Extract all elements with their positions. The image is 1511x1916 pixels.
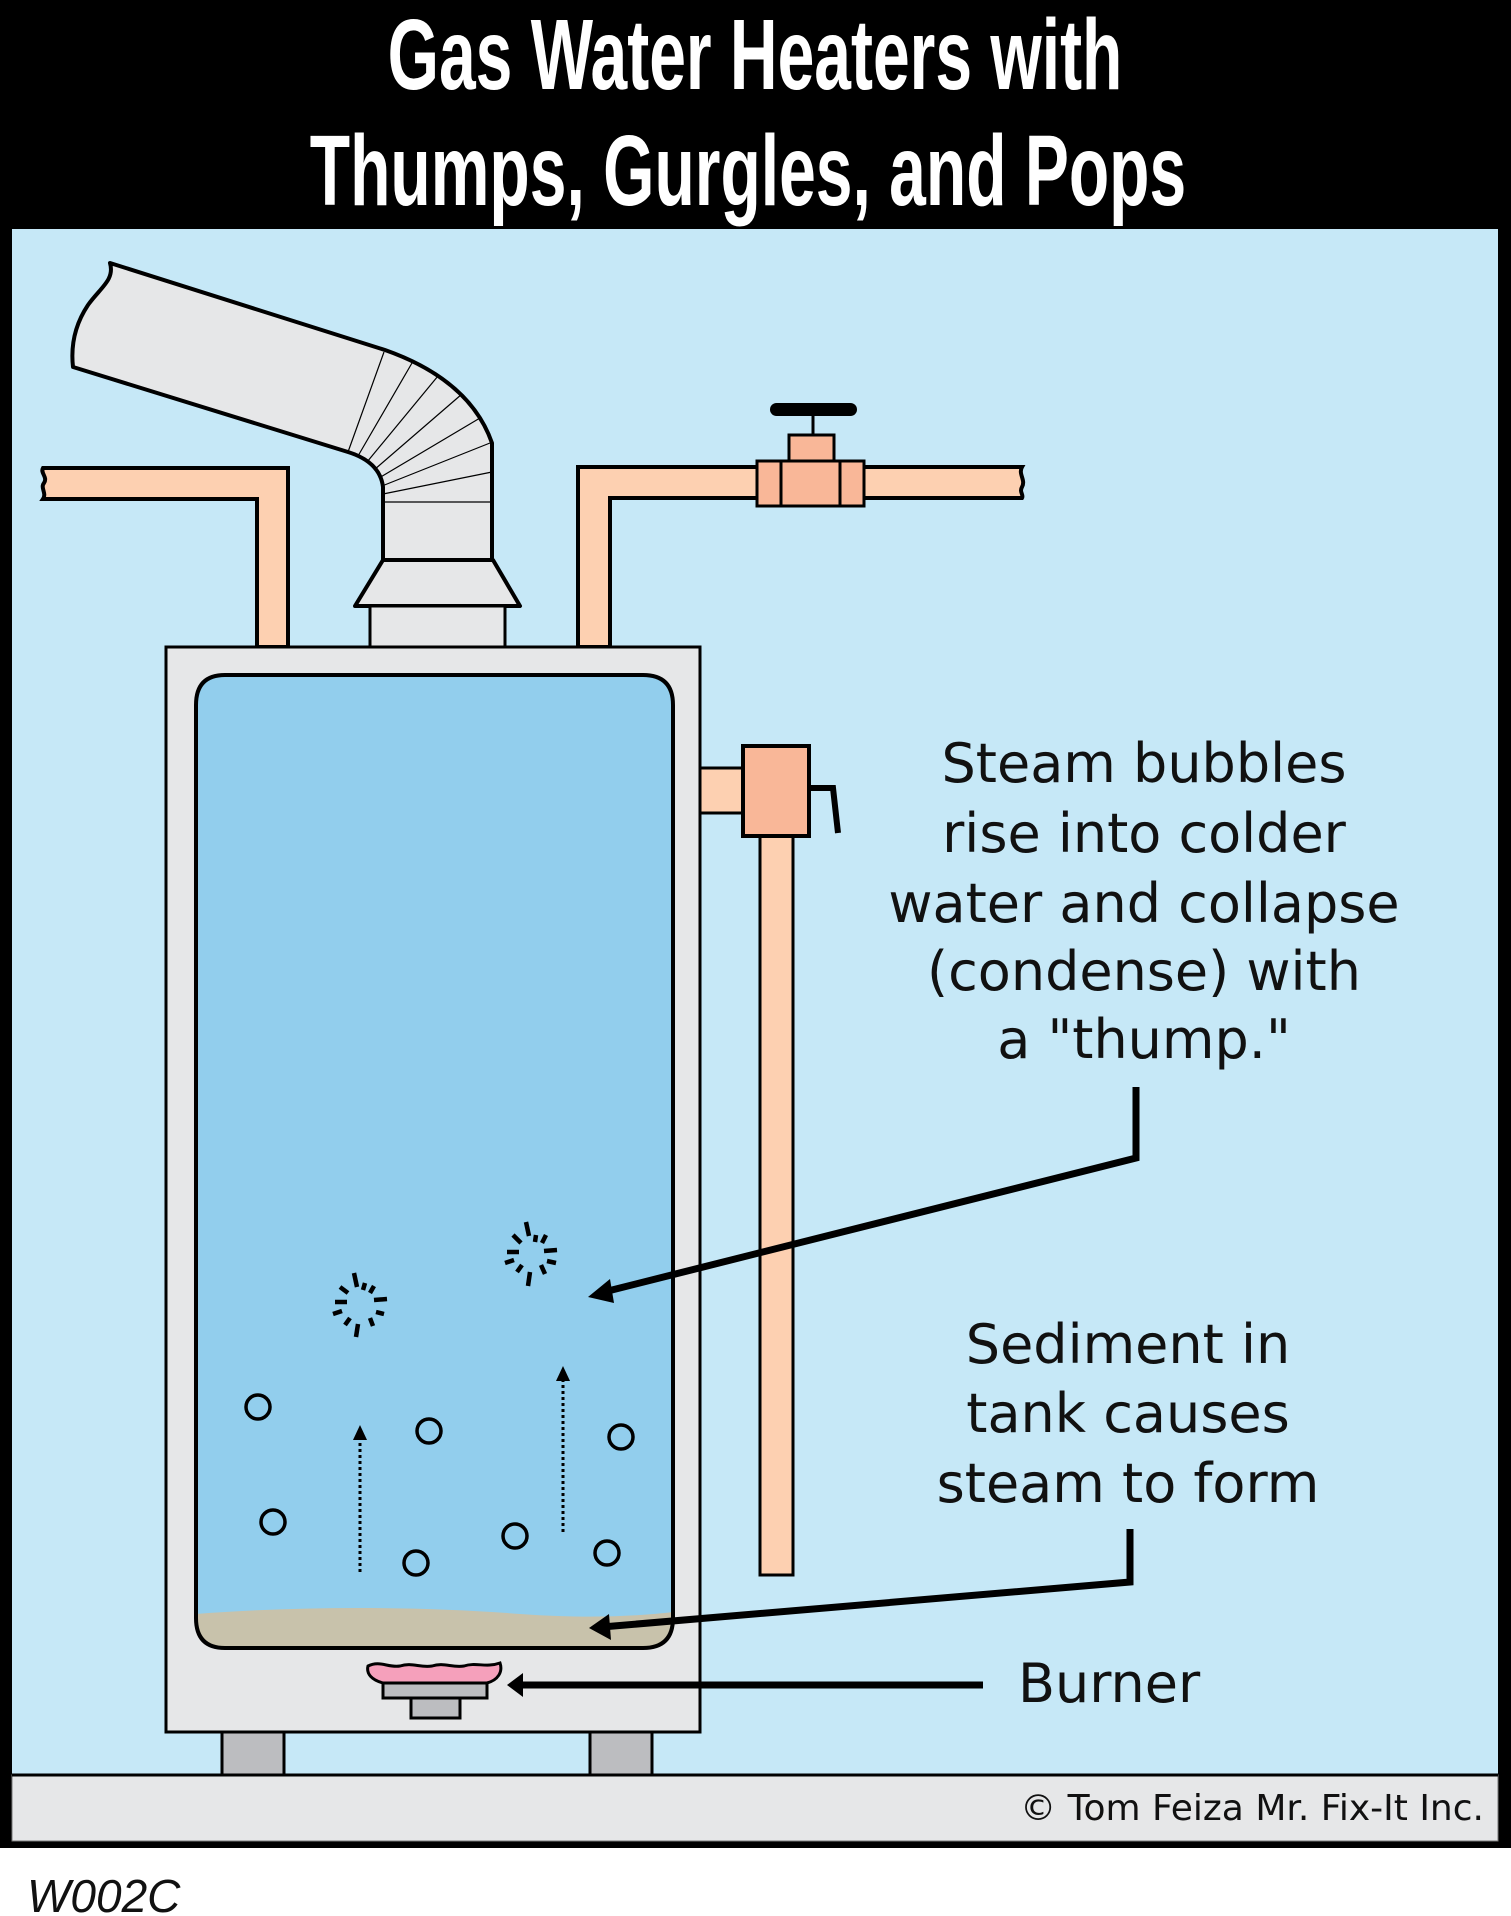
starburst-icon: [332, 1272, 388, 1338]
discharge-pipe: [758, 834, 795, 1577]
title-line-1: Gas Water Heaters with: [388, 0, 1123, 110]
burner-leader: [507, 1673, 983, 1697]
page-title: Gas Water Heaters with Thumps, Gurgles, …: [310, 0, 1186, 226]
burner-label: Burner: [1018, 1652, 1201, 1715]
arrowhead-icon: [507, 1673, 523, 1697]
water-tank: [194, 673, 675, 1650]
bubble: [607, 1423, 635, 1451]
vent-corrugation-lines: [347, 351, 493, 503]
burner-flame: [366, 1661, 503, 1685]
burner: [366, 1661, 503, 1720]
thump-callout-line: water and collapse: [888, 872, 1399, 935]
bubble: [244, 1393, 272, 1421]
starburst-icon: [504, 1221, 558, 1287]
sediment-callout-line: steam to form: [937, 1452, 1320, 1515]
valve-handle[interactable]: [770, 403, 857, 416]
hot-water-pipe: [576, 465, 1026, 649]
relief-valve-stub: [698, 766, 745, 815]
bubble: [259, 1508, 287, 1536]
thump-callout-line: (condense) with: [927, 940, 1361, 1003]
sediment-callout-line: Sediment in: [966, 1313, 1290, 1376]
tank-outline: [194, 673, 675, 1650]
sediment-callout: Sediment in tank causes steam to form: [937, 1313, 1320, 1515]
vent-elbow: [70, 261, 494, 562]
bubble: [593, 1539, 621, 1567]
valve-bonnet: [787, 433, 836, 463]
cold-water-pipe: [39, 466, 290, 649]
thump-leader-line: [599, 1087, 1140, 1297]
bubbles: [244, 1393, 635, 1577]
thump-leader: [588, 1087, 1140, 1303]
burner-base: [381, 1681, 489, 1700]
burner-stem: [409, 1696, 462, 1720]
leg-left: [220, 1730, 286, 1777]
title-line-2: Thumps, Gurgles, and Pops: [310, 114, 1186, 226]
sediment-callout-line: tank causes: [966, 1382, 1289, 1445]
arrowhead-icon: [556, 1366, 570, 1381]
relief-valve-body: [741, 744, 811, 838]
bubble: [402, 1549, 430, 1577]
arrowhead-icon: [589, 1614, 611, 1640]
thump-callout-line: Steam bubbles: [942, 732, 1347, 795]
rise-arrows: [353, 1366, 570, 1572]
relief-valve-lever[interactable]: [809, 785, 841, 834]
vent-collar: [368, 604, 507, 650]
title-band: [0, 0, 1511, 229]
vent-pipe: [70, 261, 522, 650]
leg-right: [588, 1730, 654, 1777]
shutoff-valve[interactable]: [755, 403, 866, 508]
draft-hood: [353, 558, 522, 608]
figure-code: W002C: [27, 1870, 181, 1916]
thump-callout: Steam bubbles rise into colder water and…: [888, 732, 1399, 1071]
bubble: [415, 1417, 443, 1445]
bubble: [501, 1522, 529, 1550]
sediment-leader-line: [601, 1529, 1134, 1631]
floor: [11, 1774, 1499, 1842]
thump-callout-line: a "thump.": [997, 1008, 1291, 1071]
sediment-leader: [589, 1529, 1134, 1640]
sediment-layer: [196, 1608, 673, 1648]
arrowhead-icon: [588, 1279, 614, 1303]
relief-valve: [698, 744, 841, 1577]
copyright-text: © Tom Feiza Mr. Fix-It Inc.: [1020, 1788, 1484, 1829]
valve-body: [755, 459, 866, 508]
arrowhead-icon: [353, 1425, 367, 1440]
tank-water: [196, 675, 673, 1648]
thump-callout-line: rise into colder: [942, 802, 1347, 865]
